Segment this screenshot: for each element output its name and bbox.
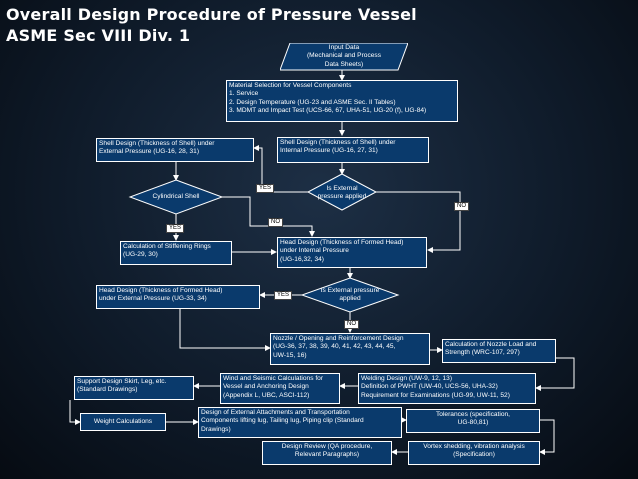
wind-seismic-box: Wind and Seismic Calculations for Vessel…	[220, 373, 340, 404]
is-external-1-line: Is External	[326, 185, 358, 192]
material-line: 2. Design Temperature (UG-23 and ASME Se…	[229, 98, 396, 106]
is-external-1-line: pressure applied	[317, 193, 367, 201]
is-external-2-line: applied	[339, 295, 361, 303]
attachments-line: Components lifting lug, Tailing lug, Pip…	[201, 417, 364, 425]
head-external-line: Head Design (Thickness of Formed Head)	[99, 287, 223, 294]
nozzle-load-box: Calculation of Nozzle Load and Strength …	[442, 339, 556, 363]
nozzle-load-line: Calculation of Nozzle Load and	[445, 341, 537, 348]
nozzle-design-box: Nozzle / Opening and Reinforcement Desig…	[270, 333, 430, 365]
edge-head-external-nozzle	[179, 309, 271, 351]
design-review-line: Design Review (QA procedure,	[281, 443, 373, 450]
shell-external-line: External Pressure (UG-16, 28, 31)	[99, 148, 200, 156]
nozzle-line: Nozzle / Opening and Reinforcement Desig…	[273, 335, 404, 342]
cylindrical-shell-label: Cylindrical Shell	[152, 193, 200, 200]
decision-cylindrical-shell	[128, 179, 224, 215]
decision-is-external-1	[306, 173, 378, 211]
support-line: (Standard Drawings)	[77, 386, 138, 394]
stiffening-line: (UG-29, 30)	[123, 251, 158, 259]
nozzle-line: UW-15, 16)	[273, 351, 307, 359]
weight-line: Weight Calculations	[93, 418, 153, 425]
edge-cyl-no	[220, 196, 315, 237]
welding-line: Requirement for Examinations (UG-99, UW-…	[361, 391, 510, 399]
vortex-line: (Specification)	[453, 451, 495, 459]
edge-decision1-yes	[253, 145, 310, 193]
page-title: Overall Design Procedure of Pressure Ves…	[6, 4, 417, 46]
edge-decision1-no	[374, 191, 461, 253]
welding-line: Welding Design (UW-9, 12, 13)	[361, 375, 453, 382]
external-attachments-box: Design of External Attachments and Trans…	[198, 407, 402, 438]
title-line-1: Overall Design Procedure of Pressure Ves…	[6, 5, 417, 24]
edge-load-welding	[535, 357, 575, 391]
yes-tag-cylindrical: YES	[166, 224, 185, 233]
tolerances-box: Tolerances (specification, UG-80,81)	[406, 409, 540, 433]
shell-external-line: Shell Design (Thickness of Shell) under	[99, 140, 215, 147]
input-data-line: Data Sheets)	[324, 60, 364, 68]
no-tag-cylindrical: NO	[268, 218, 283, 227]
tolerances-line: UG-80,81)	[457, 419, 489, 427]
is-external-2-line: Is External pressure	[320, 287, 380, 294]
stiffening-rings-box: Calculation of Stiffening Rings (UG-29, …	[120, 241, 232, 265]
welding-design-box: Welding Design (UW-9, 12, 13) Definition…	[358, 373, 536, 404]
material-line: 1. Service	[229, 90, 259, 98]
input-data-line: (Mechanical and Process	[306, 52, 382, 60]
shell-internal-box: Shell Design (Thickness of Shell) under …	[277, 137, 429, 163]
shell-internal-line: Internal Pressure (UG-16, 27, 31)	[280, 147, 378, 155]
head-internal-line: Head Design (Thickness of Formed Head)	[280, 239, 404, 246]
nozzle-load-line: Strength (WRC-107, 297)	[445, 349, 520, 357]
head-internal-line: (UG-16,32, 34)	[280, 255, 324, 263]
vortex-box: Vortex shedding, vibration analysis (Spe…	[408, 441, 540, 465]
attachments-line: Drawings)	[201, 425, 231, 433]
input-data-shape	[280, 43, 408, 71]
is-external-2-label: Is External pressure applied	[308, 287, 392, 304]
attachments-line: Design of External Attachments and Trans…	[201, 409, 350, 416]
material-line: Material Selection for Vessel Components	[229, 82, 352, 89]
design-review-line: Relevant Paragraphs)	[294, 451, 360, 459]
nozzle-line: (UG-36, 37, 38, 39, 40, 41, 42, 43, 44, …	[273, 343, 396, 351]
no-tag-decision-2: NO	[344, 320, 359, 329]
shell-internal-line: Shell Design (Thickness of Shell) under	[280, 139, 396, 146]
material-line: 3. MDMT and Impact Test (UCS-66, 67, UHA…	[229, 106, 427, 114]
vortex-line: Vortex shedding, vibration analysis	[423, 443, 525, 450]
yes-tag-decision-1: YES	[256, 184, 275, 193]
material-selection-box: Material Selection for Vessel Components…	[226, 80, 458, 122]
weight-calculations-box: Weight Calculations	[80, 413, 166, 431]
head-internal-line: under Internal Pressure	[280, 247, 349, 255]
wind-line: Wind and Seismic Calculations for	[223, 375, 324, 382]
head-external-line: under External Pressure (UG-33, 34)	[99, 295, 207, 303]
title-line-2: ASME Sec VIII Div. 1	[6, 26, 191, 45]
head-external-box: Head Design (Thickness of Formed Head) u…	[96, 285, 260, 309]
input-data-line: Input Data	[328, 44, 360, 51]
wind-line: (Appendix L, UBC, ASCI-112)	[223, 391, 310, 399]
no-tag-decision-1: NO	[454, 202, 469, 211]
head-internal-box: Head Design (Thickness of Formed Head) u…	[277, 237, 427, 268]
tolerances-line: Tolerances (specification,	[435, 411, 511, 418]
welding-line: Definition of PWHT (UW-40, UCS-56, UHA-3…	[361, 383, 498, 391]
edge-tolerances-vortex	[539, 419, 555, 455]
edge-support-weight	[69, 400, 81, 425]
shell-external-box: Shell Design (Thickness of Shell) under …	[96, 138, 254, 162]
decision-is-external-2	[300, 277, 400, 313]
input-data: Input Data (Mechanical and Process Data …	[292, 44, 396, 69]
is-external-1-label: Is External pressure applied	[310, 185, 374, 202]
support-design-box: Support Design Skirt, Leg, etc. (Standar…	[74, 376, 194, 400]
support-line: Support Design Skirt, Leg, etc.	[77, 378, 167, 385]
yes-tag-decision-2: YES	[274, 291, 293, 300]
design-review-box: Design Review (QA procedure, Relevant Pa…	[262, 441, 392, 465]
wind-line: Vessel and Anchoring Design	[223, 383, 309, 391]
stiffening-line: Calculation of Stiffening Rings	[123, 243, 211, 250]
